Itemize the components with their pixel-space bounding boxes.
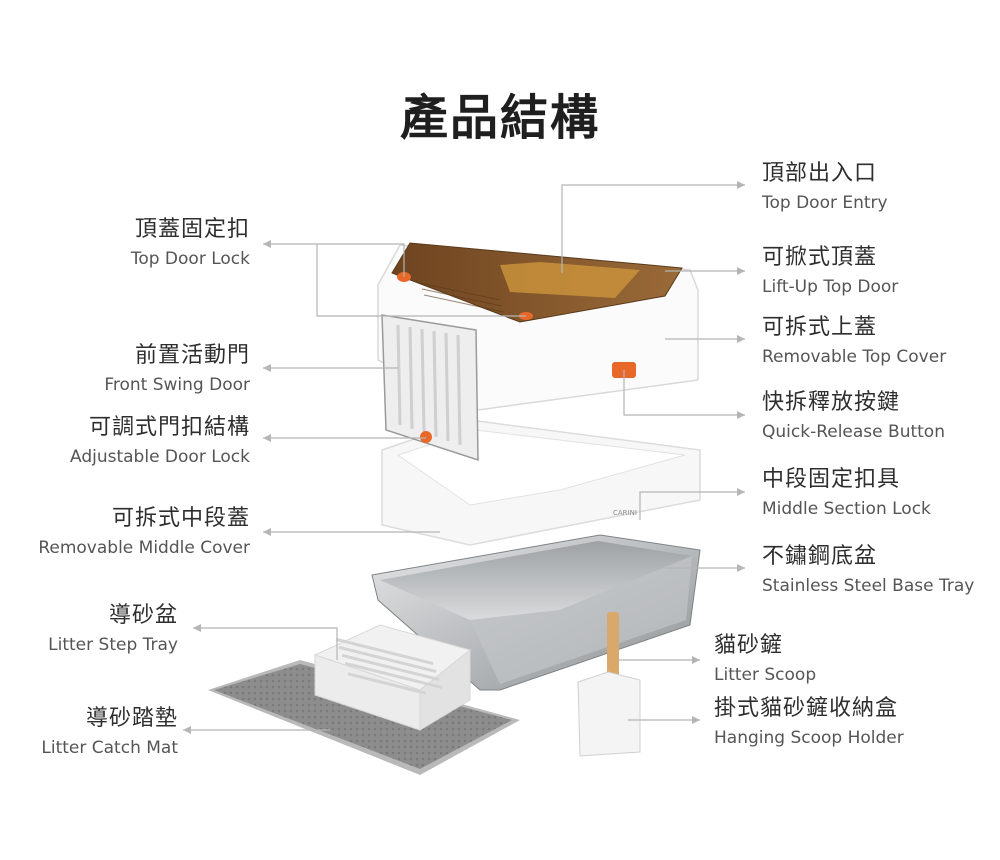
litter-scoop — [607, 612, 619, 684]
label-middle-section-lock: 中段固定扣具 Middle Section Lock — [762, 467, 931, 519]
label-hanging-scoop-holder: 掛式貓砂鏟收納盒 Hanging Scoop Holder — [714, 696, 904, 748]
label-top-door-entry: 頂部出入口 Top Door Entry — [762, 161, 888, 213]
page-title: 產品結構 — [399, 90, 600, 146]
label-adjustable-door-lock: 可調式門扣結構 Adjustable Door Lock — [70, 415, 250, 467]
label-litter-step-tray: 導砂盆 Litter Step Tray — [48, 603, 178, 655]
label-lift-up-top-door: 可掀式頂蓋 Lift-Up Top Door — [762, 245, 899, 297]
hanging-scoop-holder — [577, 671, 641, 757]
label-stainless-steel-base-tray: 不鏽鋼底盆 Stainless Steel Base Tray — [762, 544, 975, 596]
label-litter-catch-mat: 導砂踏墊 Litter Catch Mat — [41, 706, 178, 758]
leader-lines — [183, 184, 745, 731]
litter-step-tray — [313, 624, 472, 731]
label-quick-release-button: 快拆釋放按鍵 Quick-Release Button — [762, 390, 945, 442]
label-removable-middle-cover: 可拆式中段蓋 Removable Middle Cover — [38, 506, 250, 558]
label-front-swing-door: 前置活動門 Front Swing Door — [104, 343, 250, 395]
label-litter-scoop: 貓砂鏟 Litter Scoop — [714, 633, 817, 685]
front-swing-door — [381, 314, 479, 462]
brand-logo-text: CARINI — [613, 509, 637, 517]
label-removable-top-cover: 可拆式上蓋 Removable Top Cover — [762, 315, 947, 367]
litter-catch-mat — [208, 660, 520, 775]
label-top-door-lock: 頂蓋固定扣 Top Door Lock — [130, 217, 250, 269]
leader-arrows — [183, 181, 745, 734]
